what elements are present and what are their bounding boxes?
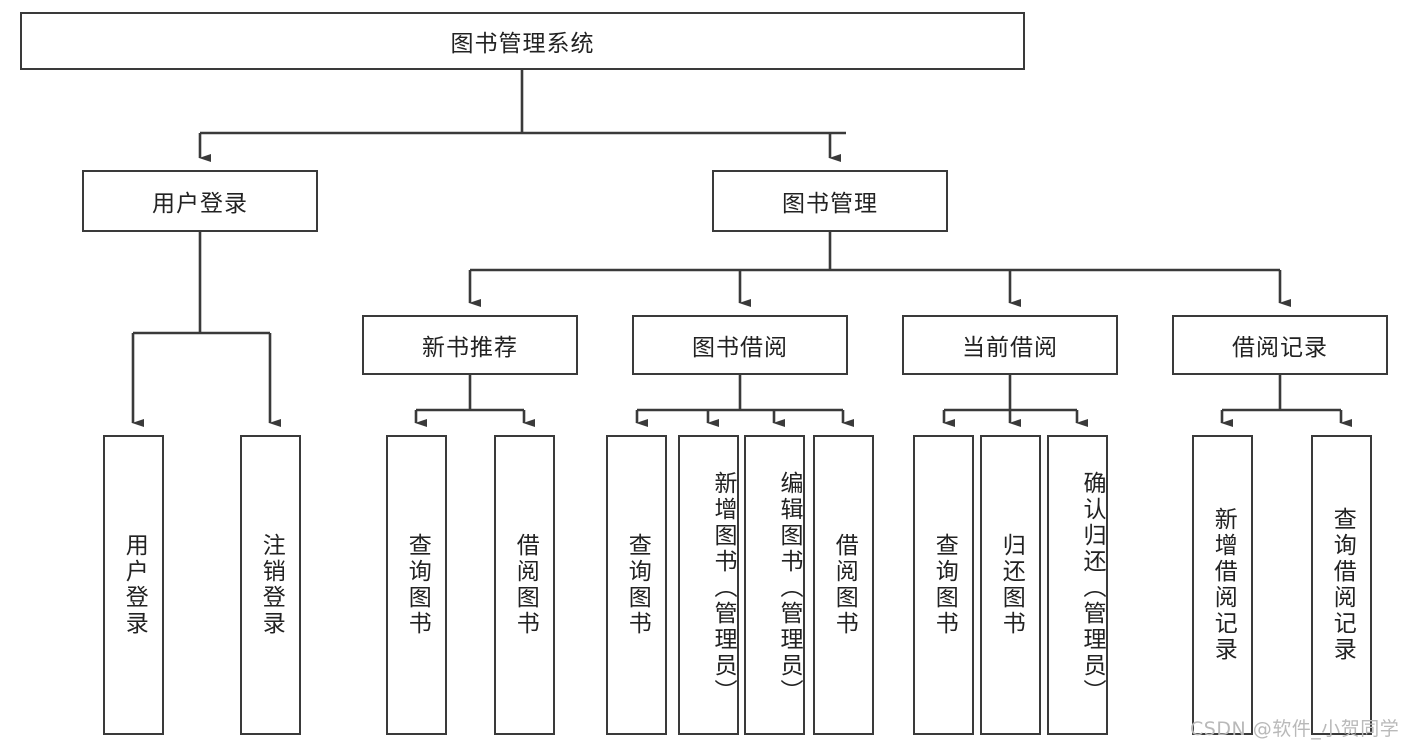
leaf-query-book-new[interactable]: 查询图书 [386, 435, 447, 735]
node-current-borrow[interactable]: 当前借阅 [902, 315, 1118, 375]
node-user-login[interactable]: 用户登录 [82, 170, 318, 232]
node-borrow-record[interactable]: 借阅记录 [1172, 315, 1388, 375]
leaf-confirm-return-admin[interactable]: 确认归还（管理员） [1047, 435, 1108, 735]
node-new-book-recommend[interactable]: 新书推荐 [362, 315, 578, 375]
node-root-system[interactable]: 图书管理系统 [20, 12, 1025, 70]
leaf-edit-book-admin[interactable]: 编辑图书（管理员） [744, 435, 805, 735]
leaf-borrow-book-new[interactable]: 借阅图书 [494, 435, 555, 735]
leaf-user-login[interactable]: 用户登录 [103, 435, 164, 735]
node-book-borrow[interactable]: 图书借阅 [632, 315, 848, 375]
leaf-query-book-borrow[interactable]: 查询图书 [606, 435, 667, 735]
leaf-add-borrow-record[interactable]: 新增借阅记录 [1192, 435, 1253, 735]
leaf-borrow-book[interactable]: 借阅图书 [813, 435, 874, 735]
leaf-query-borrow-record[interactable]: 查询借阅记录 [1311, 435, 1372, 735]
node-book-management[interactable]: 图书管理 [712, 170, 948, 232]
leaf-user-logout[interactable]: 注销登录 [240, 435, 301, 735]
leaf-return-book[interactable]: 归还图书 [980, 435, 1041, 735]
leaf-query-book-current[interactable]: 查询图书 [913, 435, 974, 735]
csdn-watermark: CSDN @软件_小贺同学 [1190, 718, 1400, 740]
leaf-add-book-admin[interactable]: 新增图书（管理员） [678, 435, 739, 735]
